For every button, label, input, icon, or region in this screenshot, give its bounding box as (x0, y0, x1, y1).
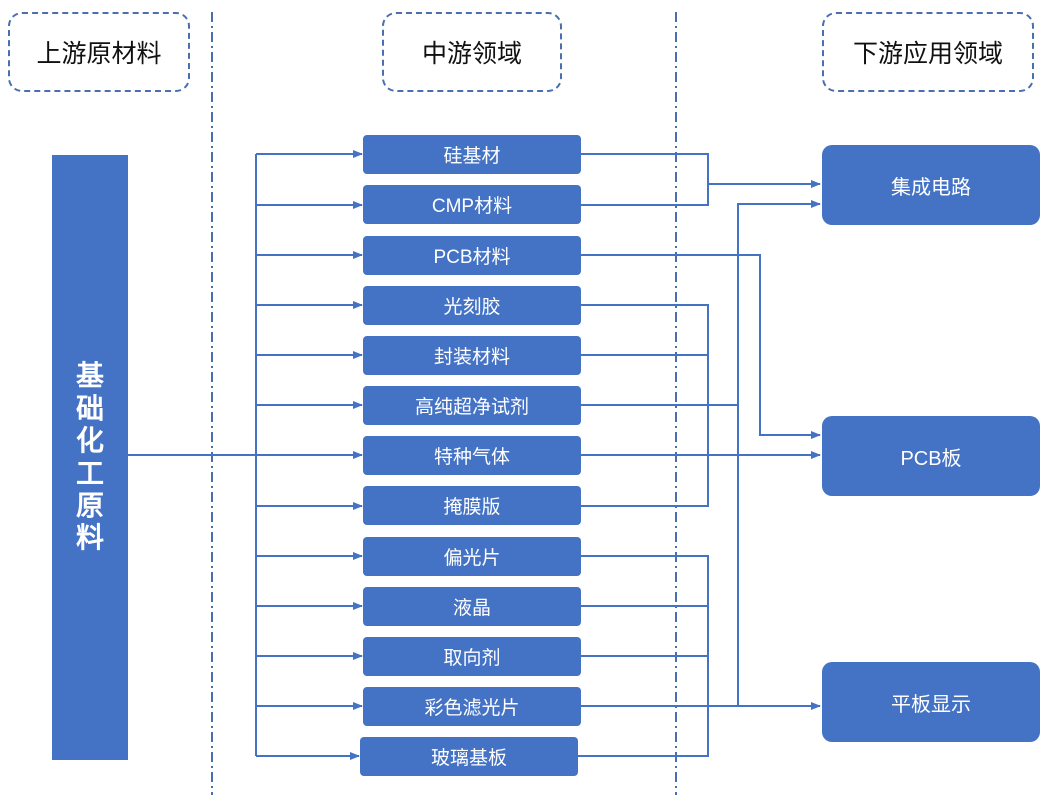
raw-material-char: 原 (75, 489, 104, 521)
down-item-ic: 集成电路 (822, 145, 1040, 225)
mid-item-specialty-gas: 特种气体 (363, 436, 581, 475)
mid-item-photoresist: 光刻胶 (363, 286, 581, 325)
ic-group-bracket (581, 153, 709, 206)
down-item-display: 平板显示 (822, 662, 1040, 742)
upstream-header: 上游原材料 (8, 12, 190, 92)
mid-item-silicon: 硅基材 (363, 135, 581, 174)
mid-item-polarizer: 偏光片 (363, 537, 581, 576)
raw-material-box: 基础化工原料 (52, 155, 128, 760)
raw-material-char: 料 (75, 522, 104, 554)
mid-item-wet-chemicals: 高纯超净试剂 (363, 386, 581, 425)
mid-item-packaging: 封装材料 (363, 336, 581, 375)
down-item-pcb: PCB板 (822, 416, 1040, 496)
downstream-header: 下游应用领域 (822, 12, 1034, 92)
raw-material-char: 基 (75, 360, 104, 392)
raw-material-char: 础 (75, 392, 104, 424)
mid-item-glass-substrate: 玻璃基板 (360, 737, 578, 776)
pcb-material-to-pcb-arrow (581, 254, 821, 439)
mid-item-pcb-material: PCB材料 (363, 236, 581, 275)
raw-material-char: 工 (75, 457, 104, 489)
mid-item-cmp: CMP材料 (363, 185, 581, 224)
raw-material-char: 化 (75, 425, 104, 457)
mid-item-alignment: 取向剂 (363, 637, 581, 676)
mid-item-photomask: 掩膜版 (363, 486, 581, 525)
ic-feed-column (737, 200, 821, 705)
midstream-header: 中游领域 (382, 12, 562, 92)
mid-item-liquid-crystal: 液晶 (363, 587, 581, 626)
mid-item-color-filter: 彩色滤光片 (363, 687, 581, 726)
